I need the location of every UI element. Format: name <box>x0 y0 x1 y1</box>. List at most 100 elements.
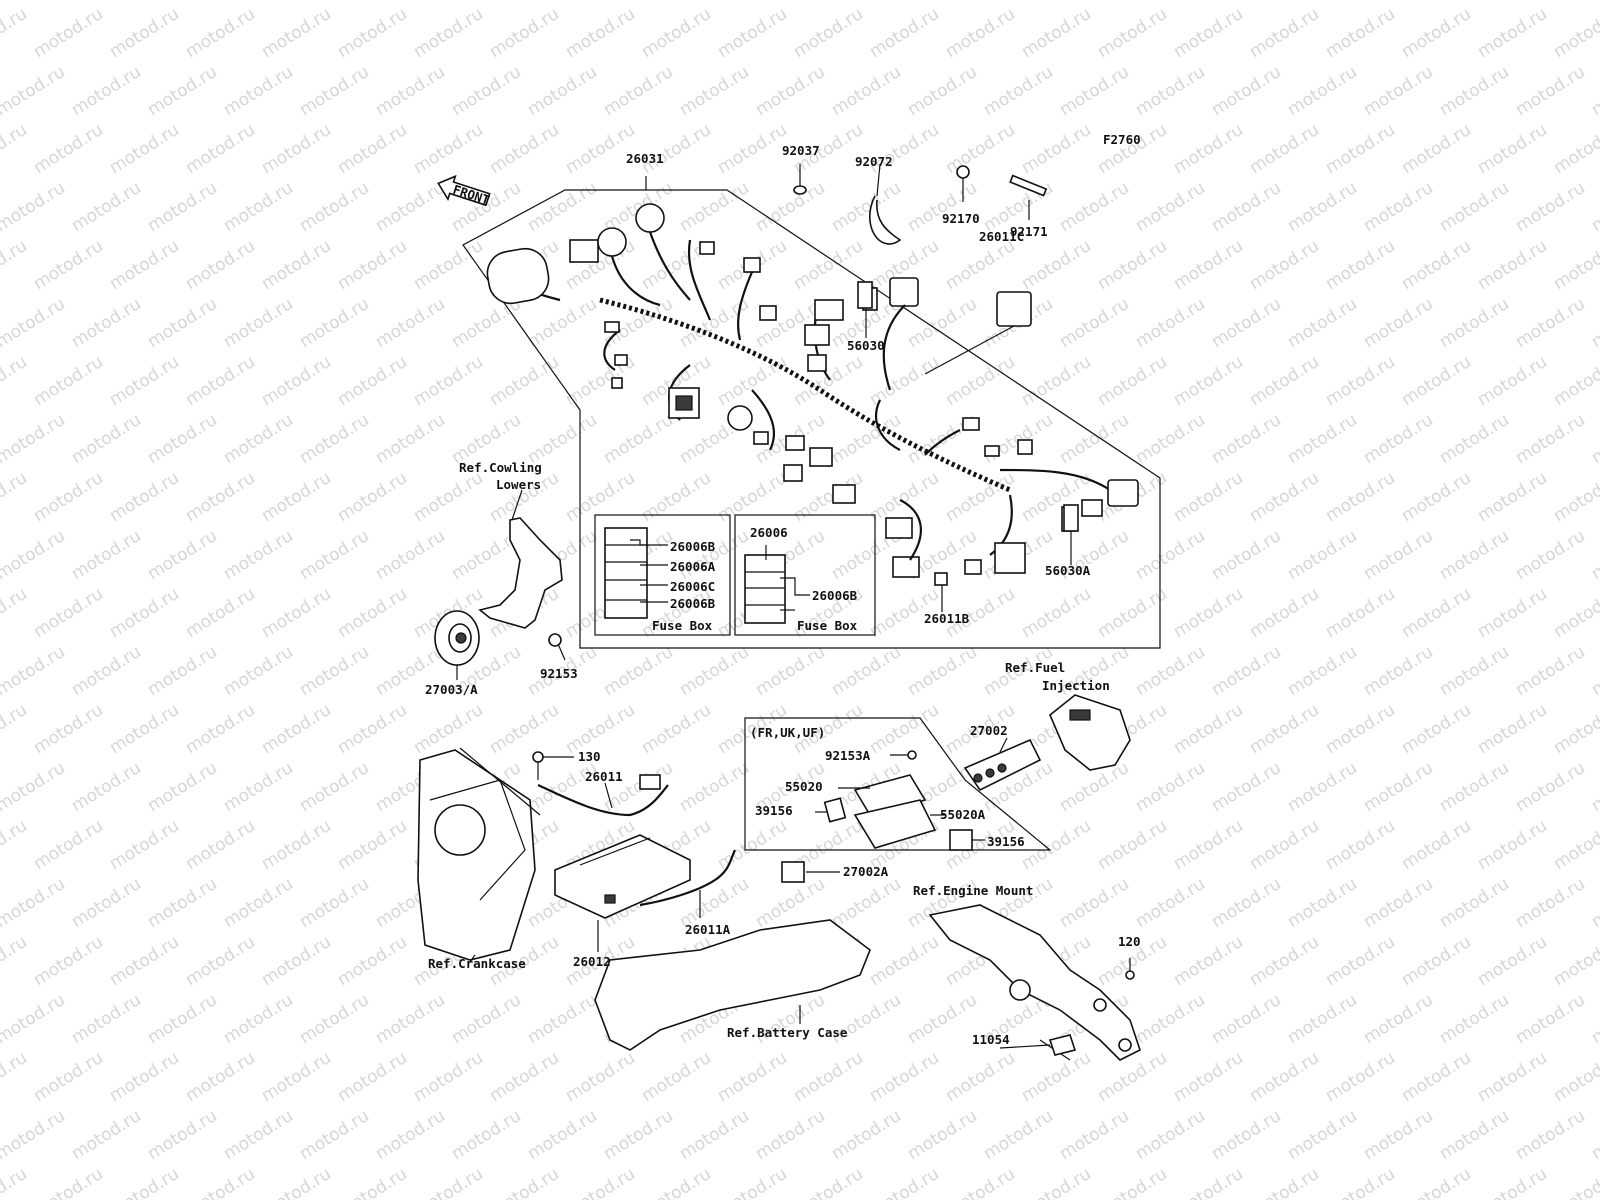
watermark-text: motod.ru <box>524 294 601 352</box>
watermark-text: motod.ru <box>1550 932 1600 990</box>
watermark-text: motod.ru <box>0 1164 31 1200</box>
watermark-text: motod.ru <box>486 1164 563 1200</box>
watermark-text: motod.ru <box>1436 178 1513 236</box>
watermark-text: motod.ru <box>1094 352 1171 410</box>
watermark-text: motod.ru <box>752 1106 829 1164</box>
watermark-text: motod.ru <box>1398 816 1475 874</box>
watermark-text: motod.ru <box>0 758 69 816</box>
watermark-text: motod.ru <box>1436 874 1513 932</box>
watermark-text: motod.ru <box>866 1164 943 1200</box>
watermark-text: motod.ru <box>1360 0 1437 4</box>
watermark-text: motod.ru <box>524 178 601 236</box>
watermark-text: motod.ru <box>448 0 525 4</box>
watermark-text: motod.ru <box>334 4 411 62</box>
watermark-text: motod.ru <box>410 120 487 178</box>
watermark-text: motod.ru <box>1360 642 1437 700</box>
watermark-text: motod.ru <box>1588 874 1600 932</box>
watermark-text: motod.ru <box>68 294 145 352</box>
watermark-text: motod.ru <box>144 294 221 352</box>
watermark-text: motod.ru <box>68 0 145 4</box>
watermark-text: motod.ru <box>30 236 107 294</box>
watermark-text: motod.ru <box>1588 294 1600 352</box>
label-55020: 55020 <box>785 779 823 794</box>
watermark-text: motod.ru <box>30 1164 107 1200</box>
watermark-text: motod.ru <box>220 294 297 352</box>
watermark-text: motod.ru <box>486 120 563 178</box>
watermark-text: motod.ru <box>68 1106 145 1164</box>
watermark-text: motod.ru <box>1474 816 1551 874</box>
watermark-text: motod.ru <box>106 816 183 874</box>
watermark-text: motod.ru <box>1512 990 1589 1048</box>
watermark-text: motod.ru <box>1360 990 1437 1048</box>
watermark-text: motod.ru <box>1284 874 1361 932</box>
label-120: 120 <box>1118 934 1141 949</box>
label-ref-cowling-2: Lowers <box>496 477 541 492</box>
watermark-text: motod.ru <box>372 294 449 352</box>
strap-92171-icon <box>1009 174 1048 220</box>
label-92037: 92037 <box>782 143 820 158</box>
watermark-text: motod.ru <box>752 178 829 236</box>
watermark-text: motod.ru <box>1284 526 1361 584</box>
watermark-text: motod.ru <box>1208 758 1285 816</box>
watermark-text: motod.ru <box>1094 1048 1171 1106</box>
watermark-text: motod.ru <box>334 700 411 758</box>
watermark-text: motod.ru <box>1322 932 1399 990</box>
watermark-text: motod.ru <box>182 700 259 758</box>
watermark-text: motod.ru <box>1284 990 1361 1048</box>
watermark-text: motod.ru <box>1132 526 1209 584</box>
watermark-text: motod.ru <box>486 700 563 758</box>
watermark-text: motod.ru <box>182 120 259 178</box>
label-56030a: 56030A <box>1045 563 1091 578</box>
watermark-text: motod.ru <box>1436 1106 1513 1164</box>
watermark-text: motod.ru <box>1246 4 1323 62</box>
watermark-text: motod.ru <box>1398 468 1475 526</box>
watermark-text: motod.ru <box>714 120 791 178</box>
watermark-text: motod.ru <box>0 932 31 990</box>
cable-26011 <box>537 784 669 817</box>
watermark-text: motod.ru <box>1094 816 1171 874</box>
watermark-text: motod.ru <box>676 642 753 700</box>
watermark-text: motod.ru <box>182 468 259 526</box>
watermark-text: motod.ru <box>904 0 981 4</box>
watermark-text: motod.ru <box>600 1106 677 1164</box>
watermark-text: motod.ru <box>258 1048 335 1106</box>
watermark-text: motod.ru <box>30 468 107 526</box>
cable-26011a <box>639 849 736 907</box>
watermark-text: motod.ru <box>828 0 905 4</box>
watermark-text: motod.ru <box>1246 932 1323 990</box>
watermark-text: motod.ru <box>1588 642 1600 700</box>
watermark-text: motod.ru <box>68 990 145 1048</box>
watermark-text: motod.ru <box>1322 816 1399 874</box>
watermark-text: motod.ru <box>448 62 525 120</box>
watermark-text: motod.ru <box>0 1048 31 1106</box>
watermark-text: motod.ru <box>182 236 259 294</box>
watermark-text: motod.ru <box>1512 178 1589 236</box>
watermark-text: motod.ru <box>942 120 1019 178</box>
watermark-text: motod.ru <box>1246 1048 1323 1106</box>
watermark-text: motod.ru <box>1132 294 1209 352</box>
band-92072-icon <box>869 163 902 245</box>
watermark-text: motod.ru <box>220 874 297 932</box>
watermark-text: motod.ru <box>1588 990 1600 1048</box>
fuse-box-1 <box>604 527 648 619</box>
fuse-box-2 <box>744 554 786 624</box>
watermark-text: motod.ru <box>1246 700 1323 758</box>
watermark-text: motod.ru <box>296 758 373 816</box>
watermark-text: motod.ru <box>1284 758 1361 816</box>
label-92072: 92072 <box>855 154 893 169</box>
watermark-text: motod.ru <box>0 294 69 352</box>
watermark-text: motod.ru <box>714 816 791 874</box>
watermark-text: motod.ru <box>144 758 221 816</box>
watermark-text: motod.ru <box>258 352 335 410</box>
label-ref-crankcase: Ref.Crankcase <box>428 956 526 971</box>
watermark-text: motod.ru <box>1398 236 1475 294</box>
watermark-text: motod.ru <box>562 120 639 178</box>
watermark-text: motod.ru <box>1132 178 1209 236</box>
watermark-text: motod.ru <box>828 178 905 236</box>
fuse-box-2-frame <box>734 514 876 636</box>
watermark-text: motod.ru <box>0 584 31 642</box>
watermark-text: motod.ru <box>676 526 753 584</box>
watermark-text: motod.ru <box>904 642 981 700</box>
watermark-text: motod.ru <box>68 758 145 816</box>
